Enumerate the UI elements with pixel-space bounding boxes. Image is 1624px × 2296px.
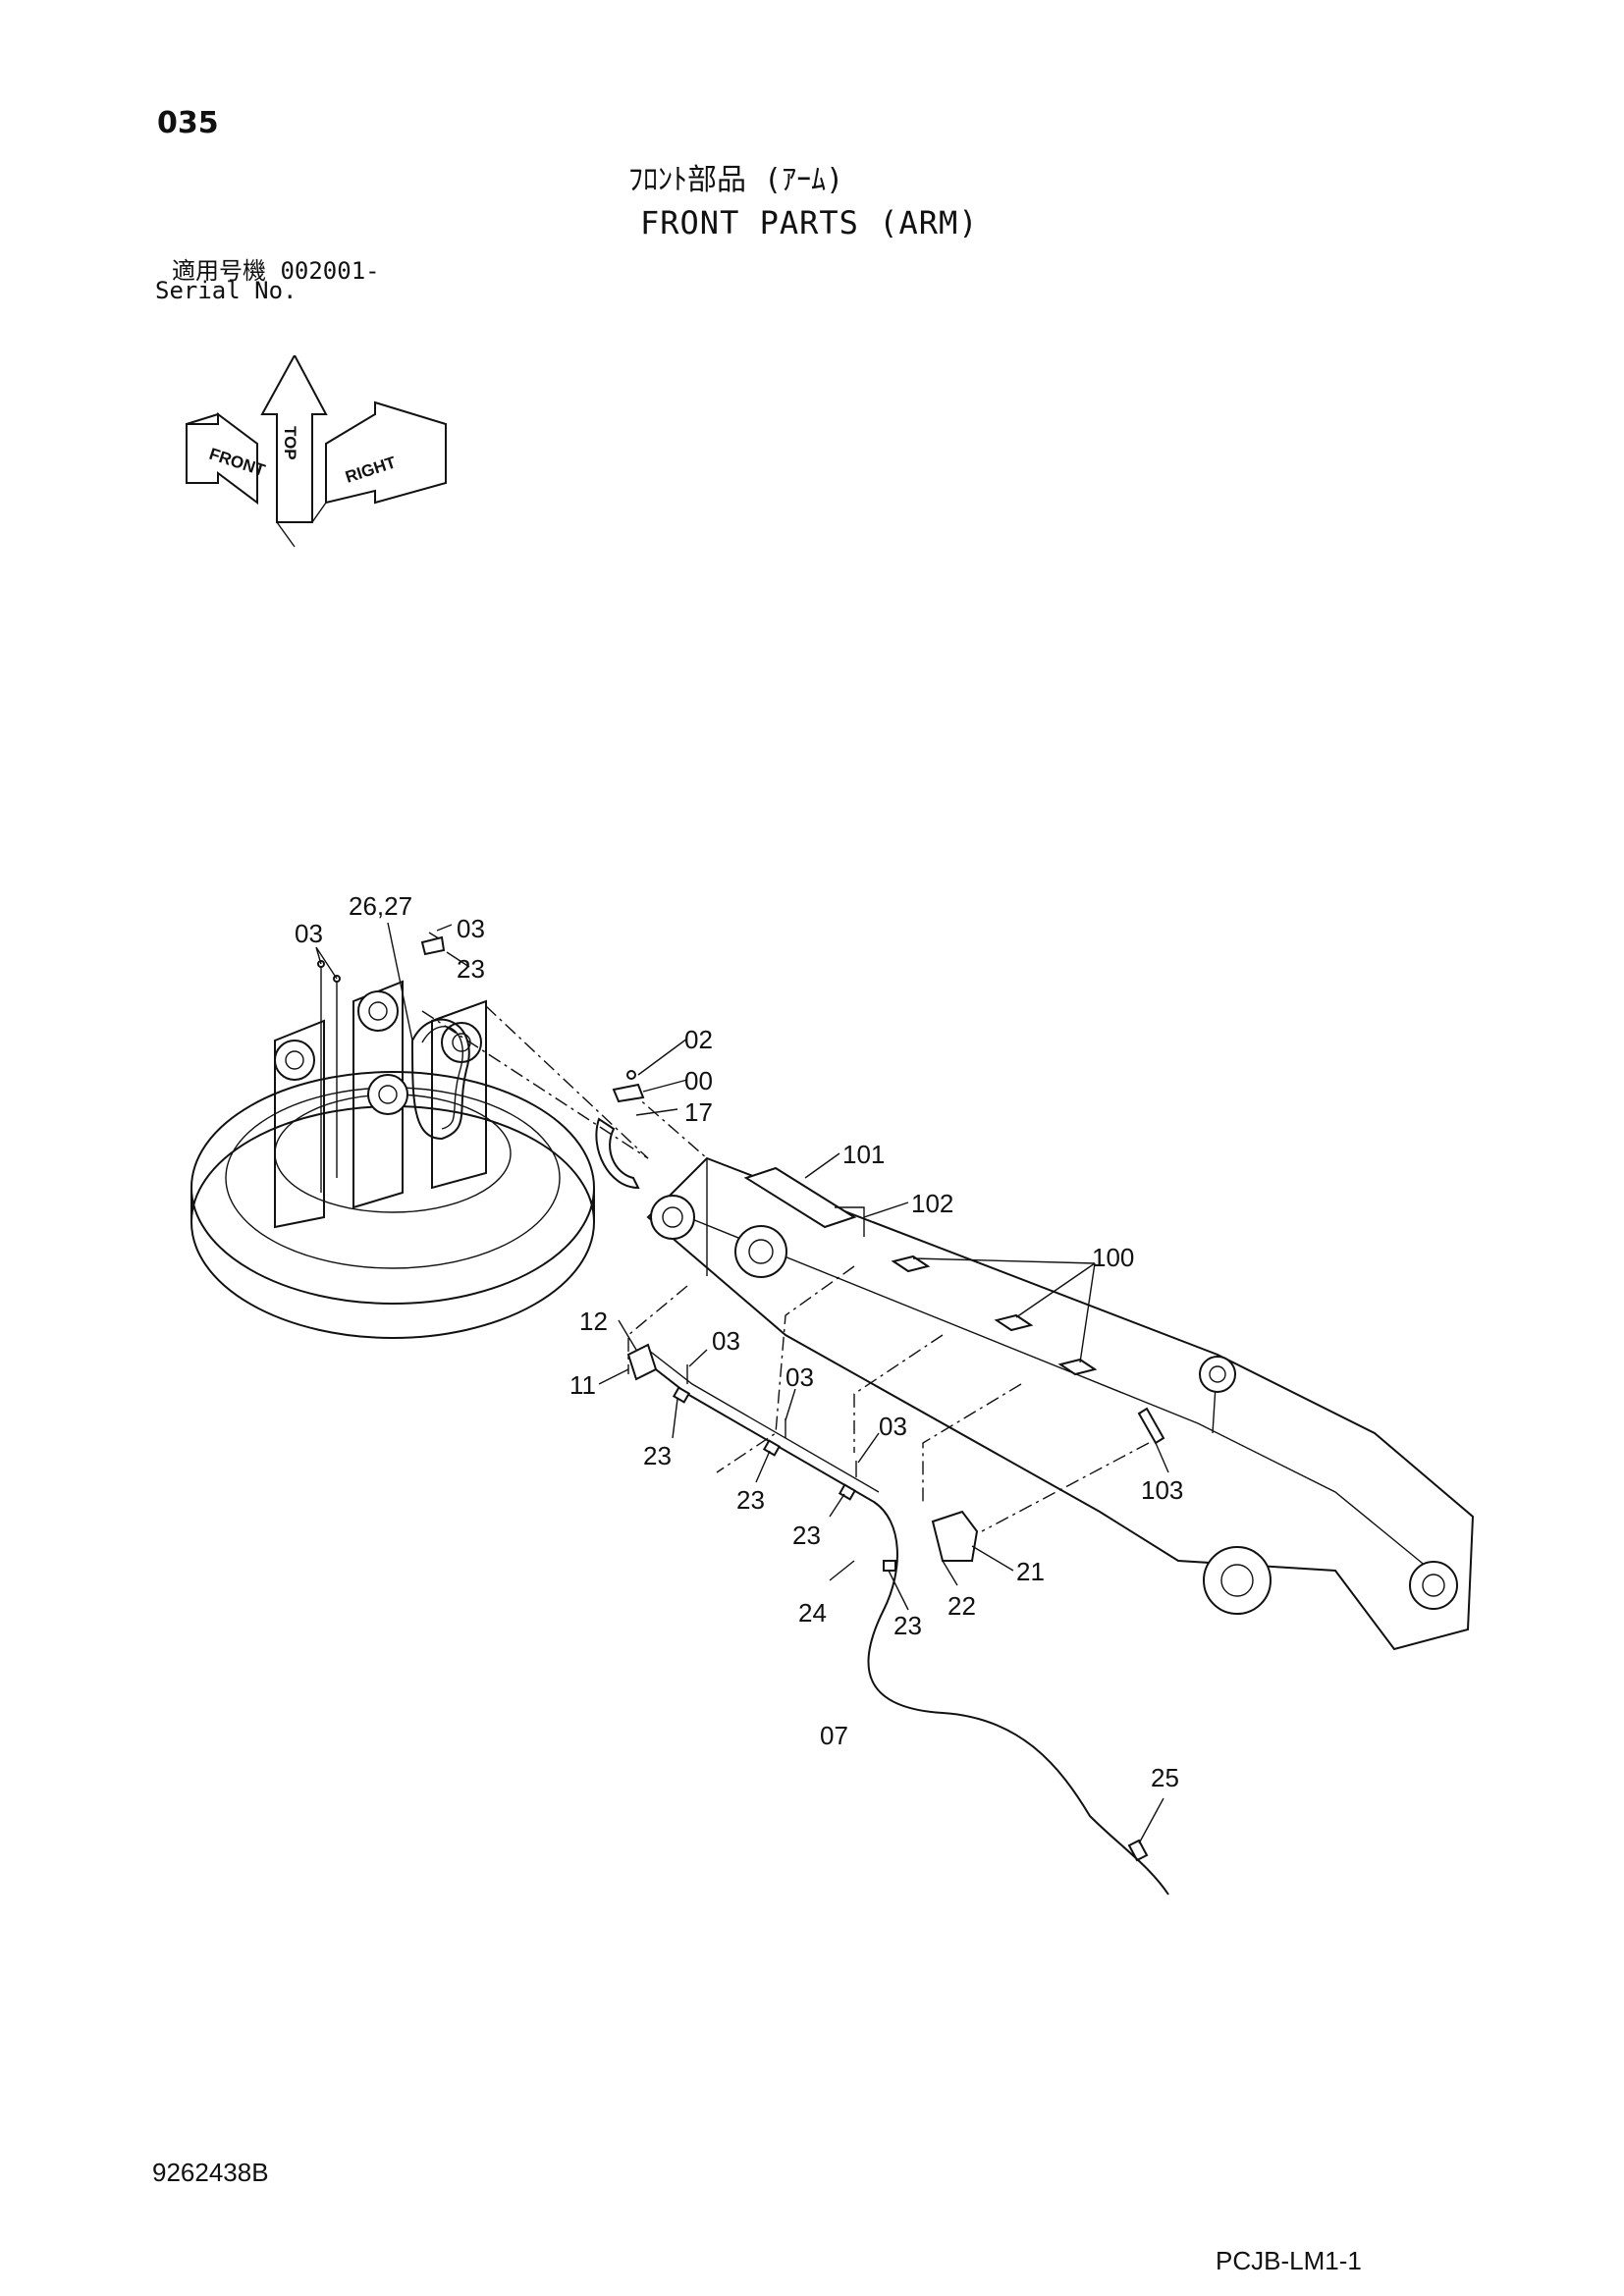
callouts: 03 26,27 03 23 02 00 17 101 102 100 12 0… — [295, 891, 1183, 1792]
callout-03: 03 — [295, 919, 323, 948]
page-title-japanese: ﾌﾛﾝﾄ部品 (ｱｰﾑ) — [628, 163, 844, 197]
top-label: TOP — [281, 426, 299, 460]
right-arrow-icon: RIGHT — [325, 400, 447, 505]
callout-03: 03 — [712, 1326, 740, 1356]
top-arrow-icon: TOP — [260, 355, 328, 523]
callout-23: 23 — [643, 1441, 672, 1470]
page-code: PCJB-LM1-1 — [1216, 2246, 1362, 2275]
callout-02: 02 — [684, 1025, 713, 1054]
callout-24: 24 — [798, 1598, 827, 1628]
callout-101: 101 — [842, 1140, 885, 1169]
callout-03: 03 — [457, 914, 485, 943]
callout-100: 100 — [1092, 1243, 1134, 1272]
callout-17: 17 — [684, 1097, 713, 1127]
assembly-lines — [421, 1005, 1150, 1532]
callout-103: 103 — [1141, 1475, 1183, 1505]
callout-00: 00 — [684, 1066, 713, 1095]
callout-25: 25 — [1151, 1763, 1179, 1792]
arm-body — [646, 1156, 1475, 1651]
callout-102: 102 — [911, 1189, 953, 1218]
callout-07: 07 — [820, 1721, 848, 1750]
callout-26-27: 26,27 — [349, 891, 412, 921]
serial-number-label: Serial No. — [155, 277, 298, 304]
page-title: FRONT PARTS (ARM) — [640, 204, 979, 241]
callout-22: 22 — [947, 1591, 976, 1621]
hose-assembly — [626, 1343, 1169, 1896]
callout-03: 03 — [785, 1362, 814, 1392]
drum-assembly — [190, 960, 595, 1339]
leader-lines — [315, 922, 1169, 1844]
callout-11: 11 — [569, 1370, 596, 1400]
orientation-arrows-icon: FRONT TOP RIGHT — [186, 355, 447, 548]
callout-12: 12 — [579, 1307, 608, 1336]
serial-applicability-japanese: 適用号機 002001- — [172, 257, 380, 285]
callout-21: 21 — [1016, 1557, 1045, 1586]
front-arrow-icon: FRONT — [186, 412, 268, 505]
callout-23: 23 — [736, 1485, 765, 1515]
page-number: 035 — [157, 106, 219, 140]
callout-03: 03 — [879, 1412, 907, 1441]
callout-23: 23 — [457, 954, 485, 984]
callout-23: 23 — [893, 1611, 922, 1640]
drawing-number: 9262438B — [152, 2158, 269, 2187]
top-fittings — [420, 932, 645, 1190]
callout-23: 23 — [792, 1521, 821, 1550]
